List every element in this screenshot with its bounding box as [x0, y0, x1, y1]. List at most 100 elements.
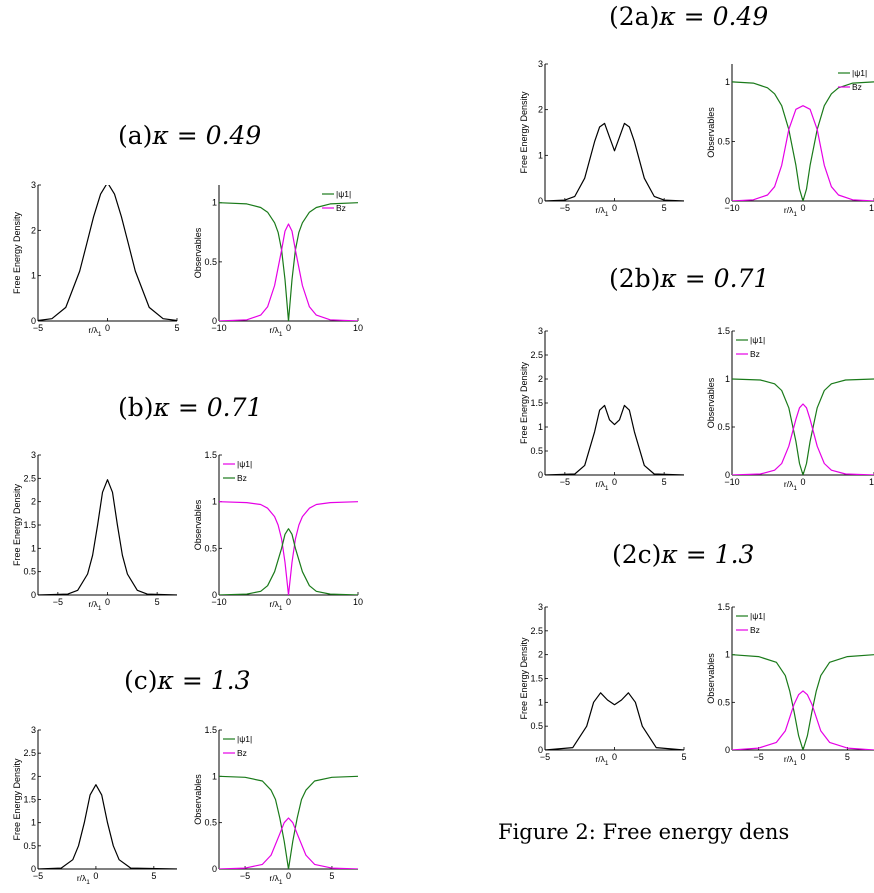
x-tick-label: −5 — [240, 871, 250, 881]
x-tick-label: 5 — [662, 477, 667, 487]
series-line — [219, 501, 358, 595]
series-line — [732, 81, 874, 201]
y-tick-label: 3 — [31, 725, 36, 735]
panel-label: (b) — [118, 393, 154, 422]
y-tick-label: 0 — [538, 470, 543, 480]
x-tick-label: 10 — [869, 477, 874, 487]
panel-title-c: (c)κ = 1.3 — [124, 666, 251, 695]
x-tick-label: 0 — [286, 597, 291, 607]
y-tick-label: 0 — [212, 864, 217, 874]
series-line — [732, 378, 874, 475]
y-tick-label: 1 — [725, 77, 730, 87]
y-tick-label: 0.5 — [530, 446, 543, 456]
y-tick-label: 0.5 — [204, 257, 217, 267]
y-tick-label: 1 — [725, 650, 730, 660]
x-axis-label: r/λ1 — [88, 325, 101, 338]
x-tick-label: 10 — [869, 203, 874, 213]
y-tick-label: 0.5 — [717, 136, 730, 146]
x-tick-label: 10 — [353, 323, 363, 333]
y-tick-label: 0.5 — [23, 567, 36, 577]
x-tick-label: 5 — [845, 752, 850, 762]
legend-entry: Bz — [750, 625, 760, 635]
x-tick-label: 10 — [353, 597, 363, 607]
panel-title-2a: (2a)κ = 0.49 — [609, 2, 768, 31]
y-tick-label: 1 — [538, 422, 543, 432]
panel-label: (2b) — [609, 264, 661, 293]
y-tick-label: 1 — [31, 818, 36, 828]
x-tick-label: 5 — [174, 323, 179, 333]
x-tick-label: −10 — [211, 323, 226, 333]
y-axis-label: Observables — [193, 227, 203, 278]
x-tick-label: 0 — [800, 477, 805, 487]
y-tick-label: 0 — [31, 590, 36, 600]
series-line — [38, 185, 177, 321]
x-axis-label-sub: 1 — [98, 605, 102, 612]
legend-entry: |ψ1| — [852, 68, 867, 78]
y-tick-label: 1 — [212, 198, 217, 208]
y-tick-label: 2 — [31, 771, 36, 781]
x-tick-label: −5 — [33, 323, 43, 333]
y-tick-label: 1.5 — [23, 795, 36, 805]
x-tick-label: −5 — [53, 597, 63, 607]
legend-entry: Bz — [852, 82, 862, 92]
x-axis-label: r/λ1 — [269, 599, 282, 612]
x-tick-label: 0 — [800, 203, 805, 213]
series-line — [732, 403, 874, 475]
y-axis-label: Free Energy Density — [12, 483, 22, 566]
panel-kappa: κ = 1.3 — [661, 540, 755, 569]
y-tick-label: 1.5 — [717, 602, 730, 612]
x-tick-label: −10 — [211, 597, 226, 607]
x-tick-label: −5 — [560, 477, 570, 487]
y-tick-label: 0.5 — [23, 841, 36, 851]
series-line — [219, 817, 358, 869]
x-axis-label-sub: 1 — [279, 879, 283, 886]
y-tick-label: 0 — [31, 864, 36, 874]
y-tick-label: 2 — [31, 225, 36, 235]
x-tick-label: −5 — [560, 203, 570, 213]
y-tick-label: 0.5 — [717, 422, 730, 432]
y-tick-label: 3 — [31, 450, 36, 460]
y-tick-label: 2 — [538, 374, 543, 384]
panel-label: (c) — [124, 666, 158, 695]
legend-entry: Bz — [237, 748, 247, 758]
x-tick-label: −10 — [724, 203, 739, 213]
panel-label: (2a) — [609, 2, 660, 31]
x-axis-label-sub: 1 — [279, 605, 283, 612]
y-tick-label: 0 — [212, 316, 217, 326]
series-line — [219, 775, 358, 869]
panel-kappa: κ = 1.3 — [157, 666, 251, 695]
x-tick-label: 0 — [612, 203, 617, 213]
y-tick-label: 0.5 — [204, 543, 217, 553]
y-tick-label: 3 — [538, 602, 543, 612]
y-tick-label: 1 — [212, 771, 217, 781]
legend-entry: |ψ1| — [750, 611, 765, 621]
panel-kappa: κ = 0.49 — [152, 121, 262, 150]
x-tick-label: 5 — [662, 203, 667, 213]
x-tick-label: −5 — [540, 752, 550, 762]
x-tick-label: 0 — [105, 597, 110, 607]
series-line — [219, 202, 358, 321]
y-tick-label: 0 — [538, 196, 543, 206]
y-tick-label: 0 — [538, 745, 543, 755]
legend-entry: |ψ1| — [336, 189, 351, 199]
panel-kappa: κ = 0.71 — [153, 393, 263, 422]
series-line — [732, 105, 874, 201]
x-tick-label: 0 — [93, 871, 98, 881]
x-axis-label: r/λ1 — [595, 205, 608, 218]
y-tick-label: 1.5 — [204, 450, 217, 460]
x-axis-label: r/λ1 — [784, 754, 797, 767]
x-axis-label-sub: 1 — [793, 485, 797, 492]
series-line — [38, 479, 177, 595]
caption-line-1: Figure 2: Free energy dens — [498, 820, 790, 844]
y-tick-label: 3 — [538, 59, 543, 69]
y-tick-label: 0 — [725, 745, 730, 755]
